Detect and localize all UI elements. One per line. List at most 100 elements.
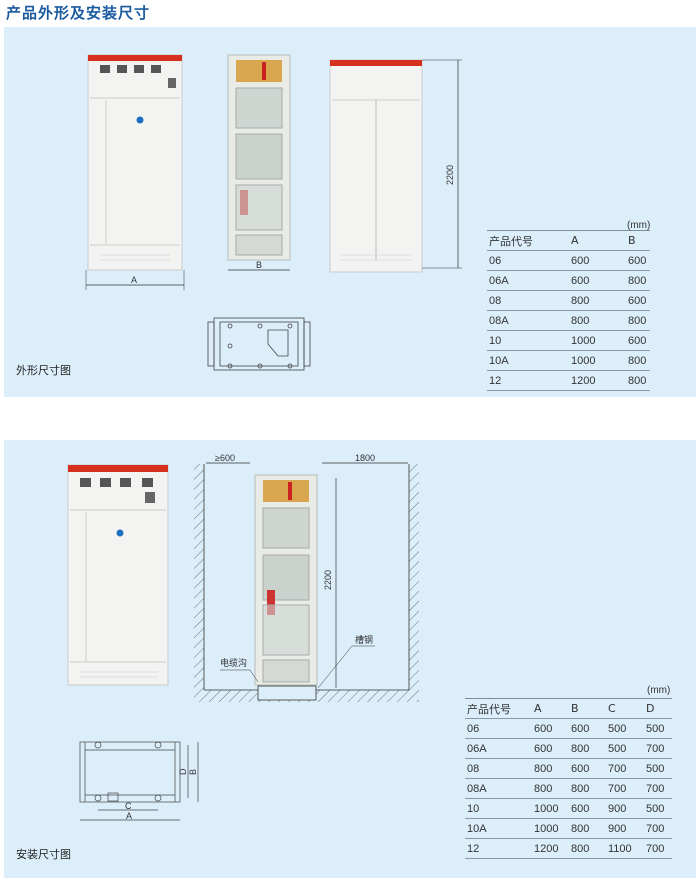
table-header-row: 产品代号 A B C D [465,698,672,719]
cell: 700 [606,758,644,779]
page-title: 产品外形及安装尺寸 [6,4,151,22]
cell: 800 [626,370,650,391]
cell: 06A [487,270,569,291]
cell: 800 [569,738,606,759]
cell: 700 [644,818,672,839]
cell: 10A [487,350,569,371]
cell: 600 [569,758,606,779]
cell: 600 [626,250,650,271]
cell: 800 [569,310,626,331]
cell: 600 [532,718,569,739]
table-header-row: 产品代号 A B [487,230,650,251]
cell: 800 [532,778,569,799]
cell: 600 [569,250,626,271]
plan-view-drawing [207,317,311,371]
cell: 600 [626,290,650,311]
dim-b-label: B [256,260,262,270]
header-cell: 产品代号 [487,230,569,251]
cell: 500 [644,718,672,739]
cell: 06A [465,738,532,759]
cell: 900 [606,818,644,839]
cell: 700 [644,778,672,799]
rear-clearance-label: 1800 [355,453,375,463]
cell: 10 [465,798,532,819]
outline-drawings: A B [85,54,462,371]
outline-table-unit: (mm) [627,220,651,231]
cell: 10A [465,818,532,839]
cell: 08 [465,758,532,779]
cell: 1000 [532,818,569,839]
cell: 1200 [532,838,569,859]
cell: 800 [569,818,606,839]
cell: 10 [487,330,569,351]
cell: 12 [465,838,532,859]
cell: 1000 [532,798,569,819]
cell: 08 [487,290,569,311]
plan-a-label: A [126,811,132,821]
header-cell: A [569,230,626,251]
cell: 600 [569,718,606,739]
cabinet-double-door-image [329,59,423,273]
cell: 700 [644,738,672,759]
cell: 500 [644,758,672,779]
header-cell: 产品代号 [465,698,532,719]
cabinet-frame-image-2 [254,474,318,701]
cell: 800 [569,838,606,859]
header-cell: A [532,698,569,719]
cell: 800 [532,758,569,779]
cell: 600 [569,270,626,291]
cell: 06 [487,250,569,271]
install-plan-drawing [79,741,199,821]
dim-a-label: A [131,275,137,285]
cell: 500 [606,738,644,759]
cell: 600 [532,738,569,759]
cabinet-front-image-2 [67,464,169,686]
cell: 800 [569,778,606,799]
plan-d-label: D [178,768,188,775]
cell: 600 [569,798,606,819]
plan-b-label: B [188,769,198,775]
plan-c-label: C [125,801,132,811]
cell: 1100 [606,838,644,859]
header-cell: B [569,698,606,719]
cell: 1200 [569,370,626,391]
cell: 800 [569,290,626,311]
channel-steel-label: 槽钢 [355,634,373,645]
header-cell: B [626,230,650,251]
cell: 08A [465,778,532,799]
cell: 06 [465,718,532,739]
cell: 600 [626,330,650,351]
cell: 800 [626,350,650,371]
cell: 800 [626,310,650,331]
cell: 700 [644,838,672,859]
install-height-label: 2200 [323,570,333,590]
header-cell: C [606,698,644,719]
header-cell: D [644,698,672,719]
outline-caption: 外形尺寸图 [16,364,71,377]
cell: 700 [606,778,644,799]
front-clearance-label: ≥600 [215,453,235,463]
cell: 1000 [569,350,626,371]
cable-trench-label: 电缆沟 [220,657,247,668]
cell: 1000 [569,330,626,351]
cell: 08A [487,310,569,331]
cell: 500 [606,718,644,739]
cell: 12 [487,370,569,391]
dim-height-label: 2200 [445,165,455,185]
cell: 500 [644,798,672,819]
